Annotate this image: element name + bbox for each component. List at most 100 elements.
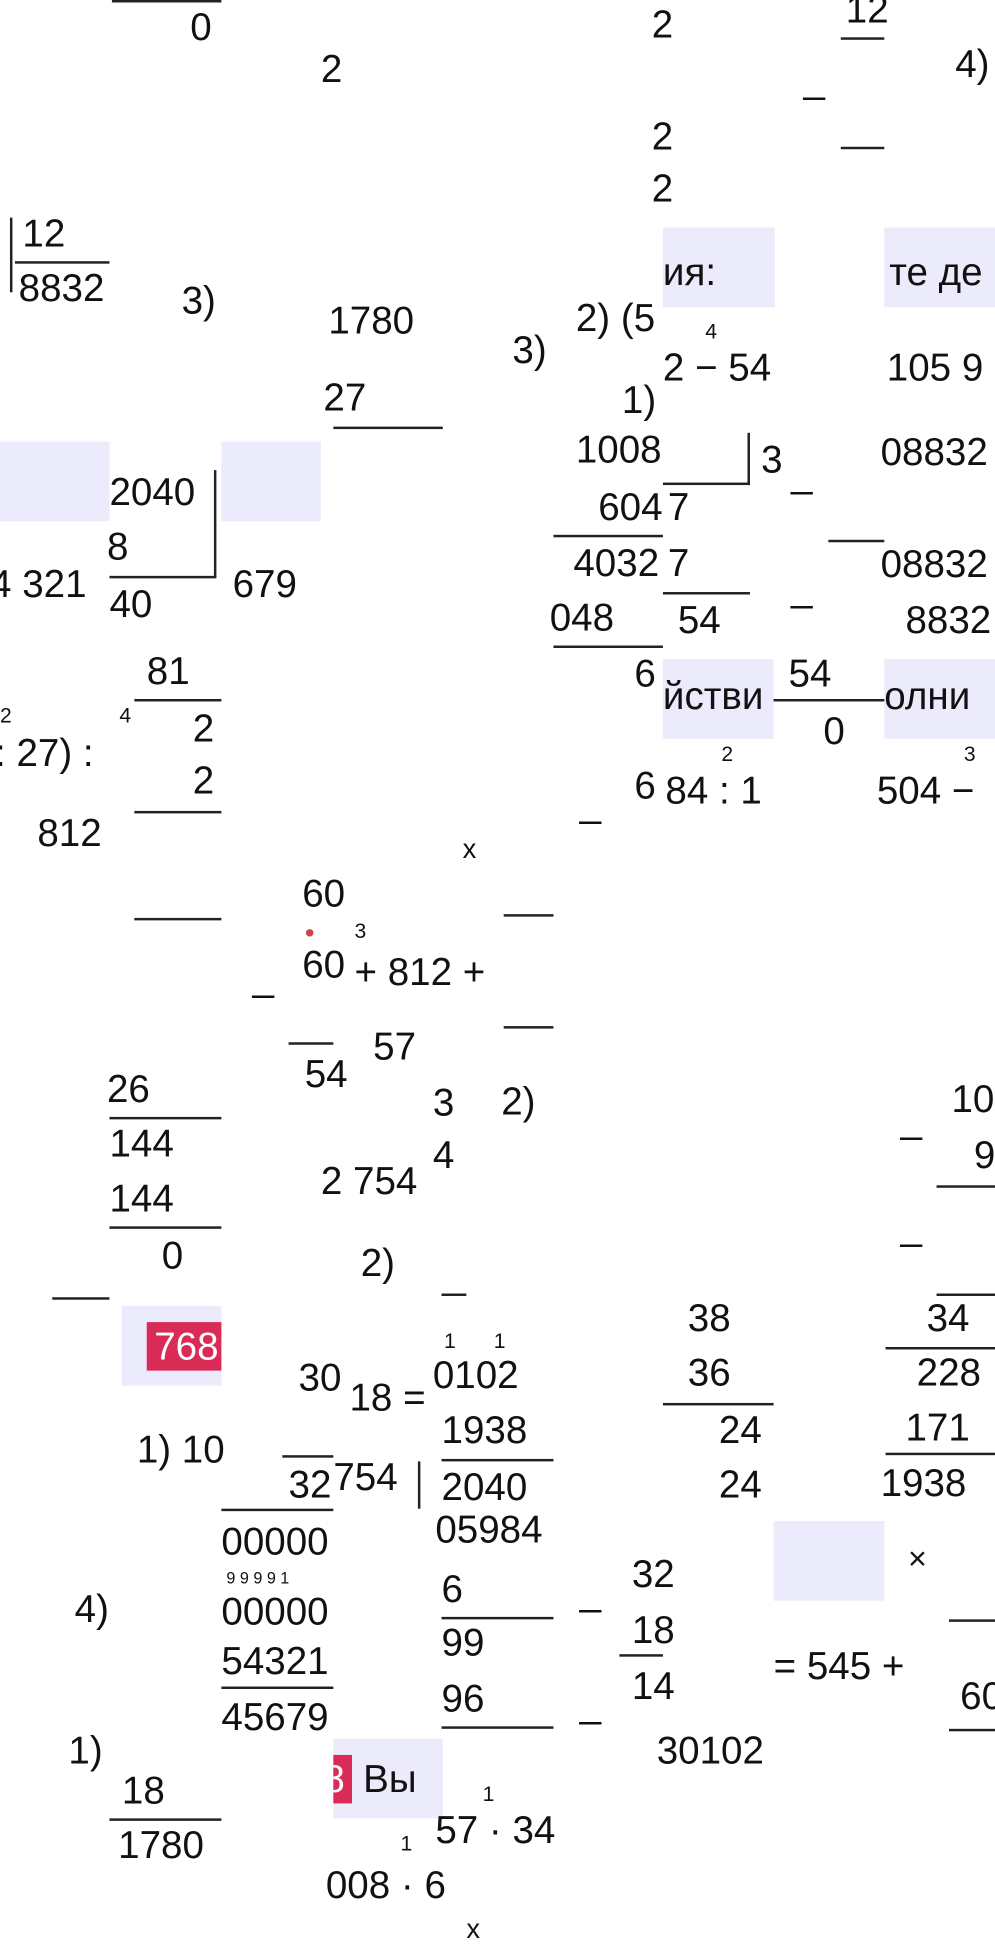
text-fragment: 45679 [221, 1695, 329, 1739]
text-fragment: 1) [68, 1728, 103, 1773]
text-fragment: 048 [549, 595, 615, 640]
highlight-box: те де [884, 227, 995, 308]
rule-line [441, 1458, 554, 1462]
rule-line [662, 482, 750, 486]
text-fragment: x [466, 1912, 481, 1944]
text-fragment: 2) [360, 1241, 395, 1285]
text-fragment: 228 [916, 1350, 981, 1395]
text-fragment: 0 [190, 4, 212, 49]
text-fragment: 54321 [221, 1639, 329, 1683]
highlight-box: олни [884, 659, 995, 739]
rule-line [109, 1226, 222, 1229]
text-fragment: : 27) : [0, 731, 94, 775]
text-fragment: 36 [687, 1350, 731, 1395]
text-fragment: 4 [432, 1133, 455, 1177]
text-fragment: те де [889, 249, 983, 294]
text-fragment: 27 [323, 375, 367, 420]
text-fragment: 8832 [905, 598, 992, 642]
text-fragment: 1938 [441, 1407, 528, 1452]
text-fragment: 3) [181, 278, 216, 323]
text-fragment: 38 [687, 1295, 731, 1340]
rule-line [828, 539, 885, 543]
highlight-box [0, 441, 110, 522]
text-fragment: 2 − 54 [662, 345, 772, 390]
text-fragment: 12 [845, 0, 889, 32]
rule-line [936, 1185, 995, 1188]
division-bar [213, 470, 217, 578]
text-fragment: 144 [109, 1121, 174, 1166]
text-fragment: 4) [955, 42, 990, 86]
rule-line [885, 1452, 995, 1456]
rule-line [503, 914, 554, 917]
rule-line [441, 1726, 554, 1729]
rule-line [111, 0, 222, 3]
highlight-box [773, 1521, 885, 1601]
minus-sign: _ [579, 1569, 602, 1614]
division-bar [417, 1461, 421, 1509]
rule-line [134, 698, 222, 702]
superscript: 3 [354, 919, 367, 943]
text-fragment: 4032 [573, 541, 660, 585]
text-fragment: 2040 [441, 1465, 528, 1509]
text-fragment: + 812 + [354, 950, 486, 994]
text-fragment: 754 [333, 1455, 398, 1499]
text-fragment: 7 [667, 485, 690, 529]
rule-line [773, 698, 885, 702]
text-fragment: 10 [951, 1077, 995, 1121]
text-fragment: 3) [512, 328, 547, 372]
text-fragment: 6 [634, 651, 656, 696]
text-fragment: 4) [74, 1587, 109, 1631]
rule-line [553, 645, 663, 648]
carry-digits: 9 9 9 9 1 [226, 1568, 290, 1588]
rule-line [134, 917, 222, 921]
text-fragment: 26 [106, 1067, 150, 1111]
text-fragment: 008 · 6 [325, 1863, 446, 1907]
text-fragment: ия: [662, 249, 717, 294]
text-fragment: 171 [905, 1405, 970, 1449]
text-fragment: 2 [192, 706, 215, 750]
rule-line [885, 1346, 995, 1350]
text-fragment: 6 [634, 763, 656, 808]
text-fragment: 2) (5 [575, 296, 656, 340]
text-fragment: 08832 [880, 542, 988, 586]
text-fragment: йстви [662, 674, 764, 718]
rule-line [221, 1508, 334, 1512]
text-fragment: 00000 [221, 1519, 329, 1564]
division-bar [9, 217, 13, 293]
rule-line [948, 1619, 995, 1622]
text-fragment: 18 = [349, 1375, 426, 1420]
text-fragment: 9 [973, 1133, 995, 1177]
text-fragment: 32 [631, 1552, 675, 1596]
text-fragment: 8832 [18, 266, 105, 310]
text-fragment: 2 [651, 2, 674, 47]
text-fragment: 54 [788, 651, 832, 696]
rule-line [333, 426, 443, 430]
highlight-box [221, 441, 321, 522]
superscript: 3 [963, 742, 976, 767]
text-fragment: 0 [161, 1233, 184, 1278]
text-fragment: 12 [22, 211, 66, 255]
text-fragment: 60 [302, 871, 346, 916]
superscript: 2 [721, 742, 734, 767]
text-fragment: 504 − [876, 768, 975, 813]
minus-sign: _ [900, 1096, 922, 1141]
rule-line [109, 1818, 222, 1821]
text-fragment: 2 [320, 47, 343, 91]
rule-line [282, 1455, 334, 1458]
rule-line [109, 1116, 222, 1120]
rule-line [14, 261, 110, 264]
rule-line [441, 1293, 467, 1296]
superscript: 1 [493, 1329, 506, 1354]
minus-sign: _ [252, 955, 274, 999]
minus-sign: _ [579, 1681, 602, 1726]
text-fragment: 679 [232, 562, 297, 606]
text-fragment: 3 [432, 1080, 455, 1125]
text-fragment: 18 [631, 1608, 675, 1652]
text-fragment: 60 [960, 1674, 995, 1718]
rule-line [553, 534, 663, 538]
text-fragment: 32 [288, 1462, 332, 1507]
text-fragment: 1780 [118, 1823, 204, 1867]
text-fragment: 96 [441, 1676, 485, 1721]
text-fragment: 57 [373, 1024, 417, 1069]
